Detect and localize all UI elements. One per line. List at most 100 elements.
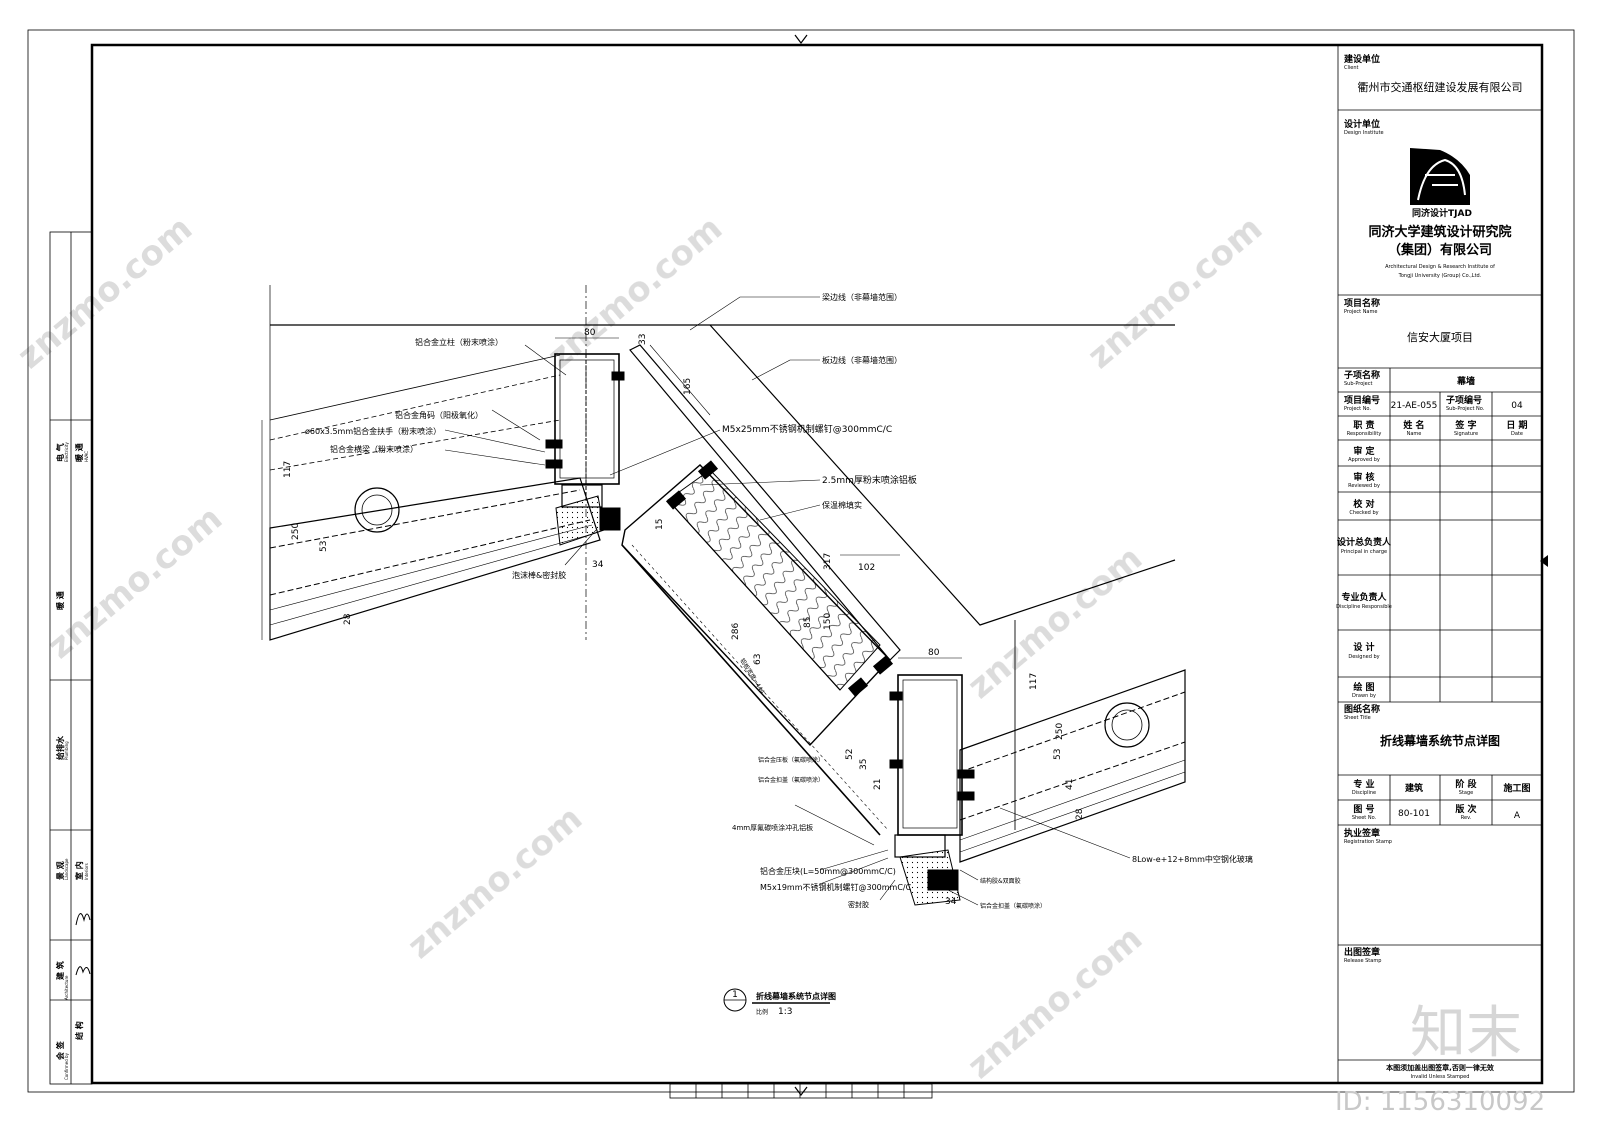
sheet-no: 80-101: [1398, 809, 1430, 819]
watermark-text: znzmo.com: [40, 498, 230, 666]
subproject-caption-en: Sub-Project: [1344, 381, 1372, 387]
institute-name-en: Architectural Design & Research Institut…: [1385, 264, 1495, 270]
detail-scale: 1:3: [778, 1007, 792, 1017]
dim-text: 53: [319, 541, 329, 552]
project-caption: 项目名称: [1344, 297, 1380, 309]
footer-note: 本图须加盖出图签章,否则一律无效: [1385, 1063, 1495, 1072]
subproject-caption: 子项名称: [1344, 369, 1380, 381]
label-sealant-right: 结构胶&双面胶: [980, 877, 1021, 885]
right-glazing-unit: [959, 620, 1186, 863]
dim-text: 117: [1029, 673, 1039, 690]
sheet-title-caption-en: Sheet Title: [1344, 715, 1371, 721]
dim-text: 286: [731, 623, 741, 640]
resp-header: 签 字: [1454, 419, 1476, 431]
watermark-text: znzmo.com: [10, 208, 200, 376]
label-foam-rod: 泡沫棒&密封胶: [512, 570, 566, 580]
footer-note-en: Invalid Unless Stamped: [1411, 1074, 1470, 1080]
dim-text: 34: [592, 560, 604, 570]
role-label-en: Reviewed by: [1348, 483, 1380, 489]
project-no: 21-AE-055: [1391, 401, 1438, 411]
dim-text: 21: [873, 779, 883, 790]
dim-text: 250: [1055, 723, 1065, 740]
label-screw-bottom: M5x19mm不锈钢机制螺钉@300mmC/C: [760, 882, 912, 892]
dim-text: 28: [1075, 808, 1085, 820]
strip-label: 电 气: [55, 443, 65, 462]
label-frame-a: 铝合金压板（氟碳喷涂）: [758, 756, 824, 764]
role-label-en: Checked by: [1349, 510, 1378, 516]
label-frame-b: 铝合金扣盖（氟碳喷涂）: [758, 776, 824, 784]
discipline: 建筑: [1405, 782, 1423, 794]
label-handrail: ø60x3.5mm铝合金扶手（粉末喷涂）: [305, 426, 441, 436]
stage-caption-en: Stage: [1459, 790, 1473, 796]
role-label-en: Designed by: [1348, 654, 1379, 660]
role-label: 审 核: [1353, 471, 1374, 483]
strip-label-en: Landscape: [64, 858, 69, 880]
dimension-lines: [261, 337, 1016, 830]
label-insulation: 保温棉填实: [822, 500, 862, 510]
watermark-text: znzmo.com: [400, 798, 590, 966]
title-block-grid: [1337, 45, 1542, 1083]
project-no-caption-en: Project No.: [1344, 406, 1371, 412]
role-label: 校 对: [1353, 498, 1374, 510]
sheet-title-caption: 图纸名称: [1344, 703, 1380, 715]
dim-text: 35: [859, 759, 869, 770]
dim-text: 80: [584, 328, 596, 338]
role-label: 审 定: [1353, 445, 1375, 457]
watermark-text: znzmo.com: [1080, 208, 1270, 376]
subproject-name: 幕墙: [1456, 375, 1475, 387]
folded-panel: [621, 344, 901, 836]
dim-text: 28: [343, 613, 353, 625]
strip-label: 暖 通: [55, 591, 65, 610]
institute-name: 同济大学建筑设计研究院: [1368, 224, 1511, 240]
label-alu-angle: 铝合金角码（阳极氧化）: [395, 410, 483, 420]
strip-label: 会 签: [55, 1040, 65, 1060]
strip-label-en: HVAC: [84, 451, 89, 462]
dim-text: 165: [683, 378, 693, 395]
client-caption: 建设单位: [1344, 53, 1380, 65]
centre-mark-top: [794, 34, 808, 44]
detail-number: 1: [732, 990, 738, 1000]
dim-text: 63: [753, 654, 763, 665]
label-slab-edge: 板边线（非幕墙范围）: [822, 355, 902, 365]
strip-label: 给排水: [55, 735, 65, 760]
sheet-no-caption: 图 号: [1353, 804, 1374, 815]
subproject-no-caption-en: Sub-Project No.: [1446, 406, 1485, 412]
dim-text: 41: [1065, 779, 1075, 790]
resp-header: 日 期: [1506, 419, 1527, 431]
rev-caption: 版 次: [1454, 803, 1476, 815]
scale-ruler: [669, 1083, 933, 1099]
stage: 施工图: [1503, 782, 1530, 794]
subproject-no-caption: 子项编号: [1446, 394, 1482, 406]
dim-text: 85: [803, 617, 813, 628]
strip-label-en: Plumbing: [64, 741, 69, 760]
label-beam-edge: 梁边线（非幕墙范围）: [822, 292, 902, 302]
strip-label-en: Confirmed by: [64, 1052, 69, 1080]
label-cap-right: 铝合金扣盖（氟碳喷涂）: [980, 902, 1046, 910]
strip-label: 建 筑: [55, 961, 65, 981]
label-glass: 8Low-e+12+8mm中空钢化玻璃: [1132, 854, 1253, 864]
label-alu-transom: 铝合金横梁（粉末喷涂）: [330, 444, 418, 454]
subproject-no: 04: [1511, 401, 1523, 411]
client-name: 衢州市交通枢纽建设发展有限公司: [1358, 80, 1523, 94]
centre-mark-bottom: [794, 1086, 808, 1096]
project-caption-en: Project Name: [1344, 309, 1377, 315]
signature-mark: [75, 913, 91, 926]
dim-text: 102: [858, 563, 875, 573]
project-name: 信安大厦项目: [1407, 330, 1473, 344]
design-caption: 设计单位: [1344, 118, 1380, 130]
sheet-title: 折线幕墙系统节点详图: [1380, 733, 1500, 748]
sheet-outer-border: [27, 29, 1575, 1093]
leader-lines: [444, 296, 1131, 906]
role-label-en: Drawn by: [1352, 693, 1376, 699]
detail-drawing: [261, 285, 1186, 906]
id-watermark: ID: 1156310092: [1335, 1087, 1545, 1117]
label-alu-mullion: 铝合金立柱（粉末喷涂）: [415, 337, 503, 347]
discipline-caption-en: Discipline: [1352, 790, 1376, 796]
left-signoff-strip: [49, 231, 93, 1085]
left-mullion: [545, 353, 625, 546]
client-caption-en: Client: [1344, 65, 1359, 71]
detail-scale-caption: 比例: [756, 1008, 768, 1016]
discipline-caption: 专 业: [1353, 778, 1374, 790]
dim-text: 317: [823, 553, 833, 570]
